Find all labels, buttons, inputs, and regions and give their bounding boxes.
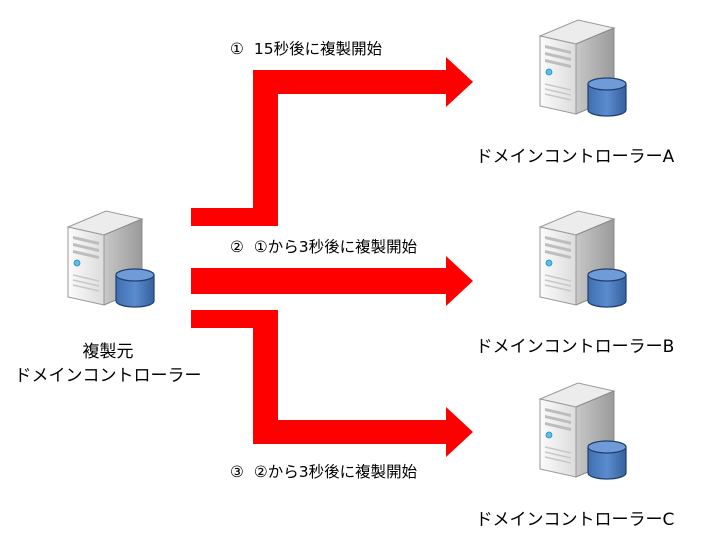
server-c-icon <box>530 377 630 487</box>
arrow-to-a <box>191 57 473 226</box>
source-label-line2: ドメインコントローラー <box>14 366 202 386</box>
server-a-icon <box>530 14 630 124</box>
step-marker-2: ② <box>230 238 244 256</box>
server-b-icon <box>530 205 630 315</box>
arrow-to-b <box>191 256 473 306</box>
step-label-2: ② ①から3秒後に複製開始 <box>230 237 417 257</box>
step-text-2: ①から3秒後に複製開始 <box>253 238 418 256</box>
arrow-to-c <box>191 310 473 457</box>
target-label-c: ドメインコントローラーC <box>475 510 675 530</box>
step-text-1: 15秒後に複製開始 <box>253 40 383 58</box>
source-label-line1: 複製元 <box>82 342 134 362</box>
step-label-1: ① 15秒後に複製開始 <box>230 39 382 59</box>
target-label-b: ドメインコントローラーB <box>475 337 675 357</box>
step-marker-1: ① <box>230 40 244 58</box>
target-label-a: ドメインコントローラーA <box>475 147 675 167</box>
step-text-3: ②から3秒後に複製開始 <box>253 463 418 481</box>
step-label-3: ③ ②から3秒後に複製開始 <box>230 462 417 482</box>
source-server-icon <box>58 205 158 315</box>
step-marker-3: ③ <box>230 463 244 481</box>
